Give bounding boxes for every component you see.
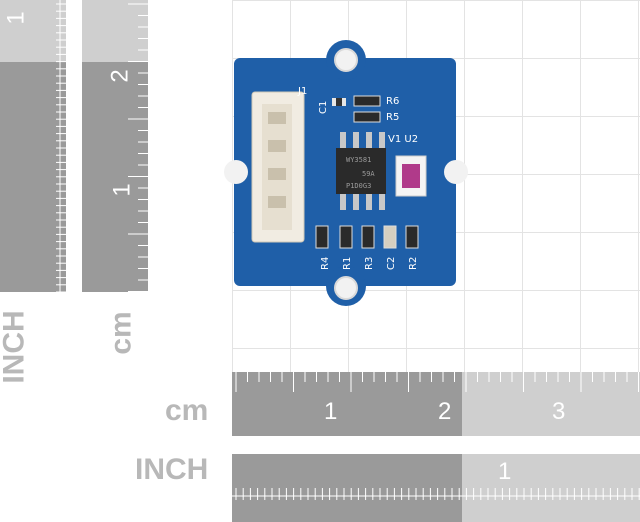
connector-slot (262, 104, 292, 230)
chip-marking-2: 59A (362, 170, 375, 178)
horizontal-cm-tick-label-1: 1 (324, 398, 338, 425)
chip-marking-1: WY3581 (346, 156, 371, 164)
resistor-r5 (353, 111, 381, 123)
horizontal-cm-unit-label: cm (165, 394, 209, 427)
left-hole-edge (224, 160, 248, 184)
horizontal-inch-tick-label-1: 1 (498, 458, 512, 485)
resistor-r6 (353, 95, 381, 107)
label-r6: R6 (386, 96, 399, 107)
capacitor-c2 (383, 225, 397, 249)
resistor-r1 (339, 225, 353, 249)
label-r1: R1 (342, 257, 353, 270)
vertical-cm-ruler: 2 1 (82, 0, 148, 292)
horizontal-inch-unit-label: INCH (135, 453, 209, 486)
ic-chip (336, 148, 386, 194)
label-ic: V1 U2 (388, 134, 418, 145)
resistor-r2 (405, 225, 419, 249)
label-r5: R5 (386, 112, 399, 123)
capacitor-c1 (332, 98, 346, 106)
vertical-inch-ruler: 1 (0, 0, 66, 292)
right-hole-edge (444, 160, 468, 184)
label-r3: R3 (364, 257, 375, 270)
horizontal-cm-tick-label-3: 3 (552, 398, 566, 425)
resistor-r4 (315, 225, 329, 249)
horizontal-cm-tick-label-2: 2 (438, 398, 452, 425)
label-r2: R2 (408, 257, 419, 270)
top-mounting-hole (334, 48, 358, 72)
uv-sensor-window (402, 164, 420, 188)
label-j1: J1 (297, 86, 307, 97)
ic-pins (340, 132, 385, 210)
chip-marking-3: P1D0G3 (346, 182, 371, 190)
horizontal-inch-ruler: 1 (232, 454, 640, 522)
connector-pins (268, 112, 286, 208)
label-r4: R4 (320, 257, 331, 270)
label-c1: C1 (318, 101, 329, 114)
bottom-mounting-hole (334, 276, 358, 300)
label-c2: C2 (386, 257, 397, 270)
resistor-r3 (361, 225, 375, 249)
horizontal-cm-ruler: 1 2 3 (232, 372, 640, 436)
